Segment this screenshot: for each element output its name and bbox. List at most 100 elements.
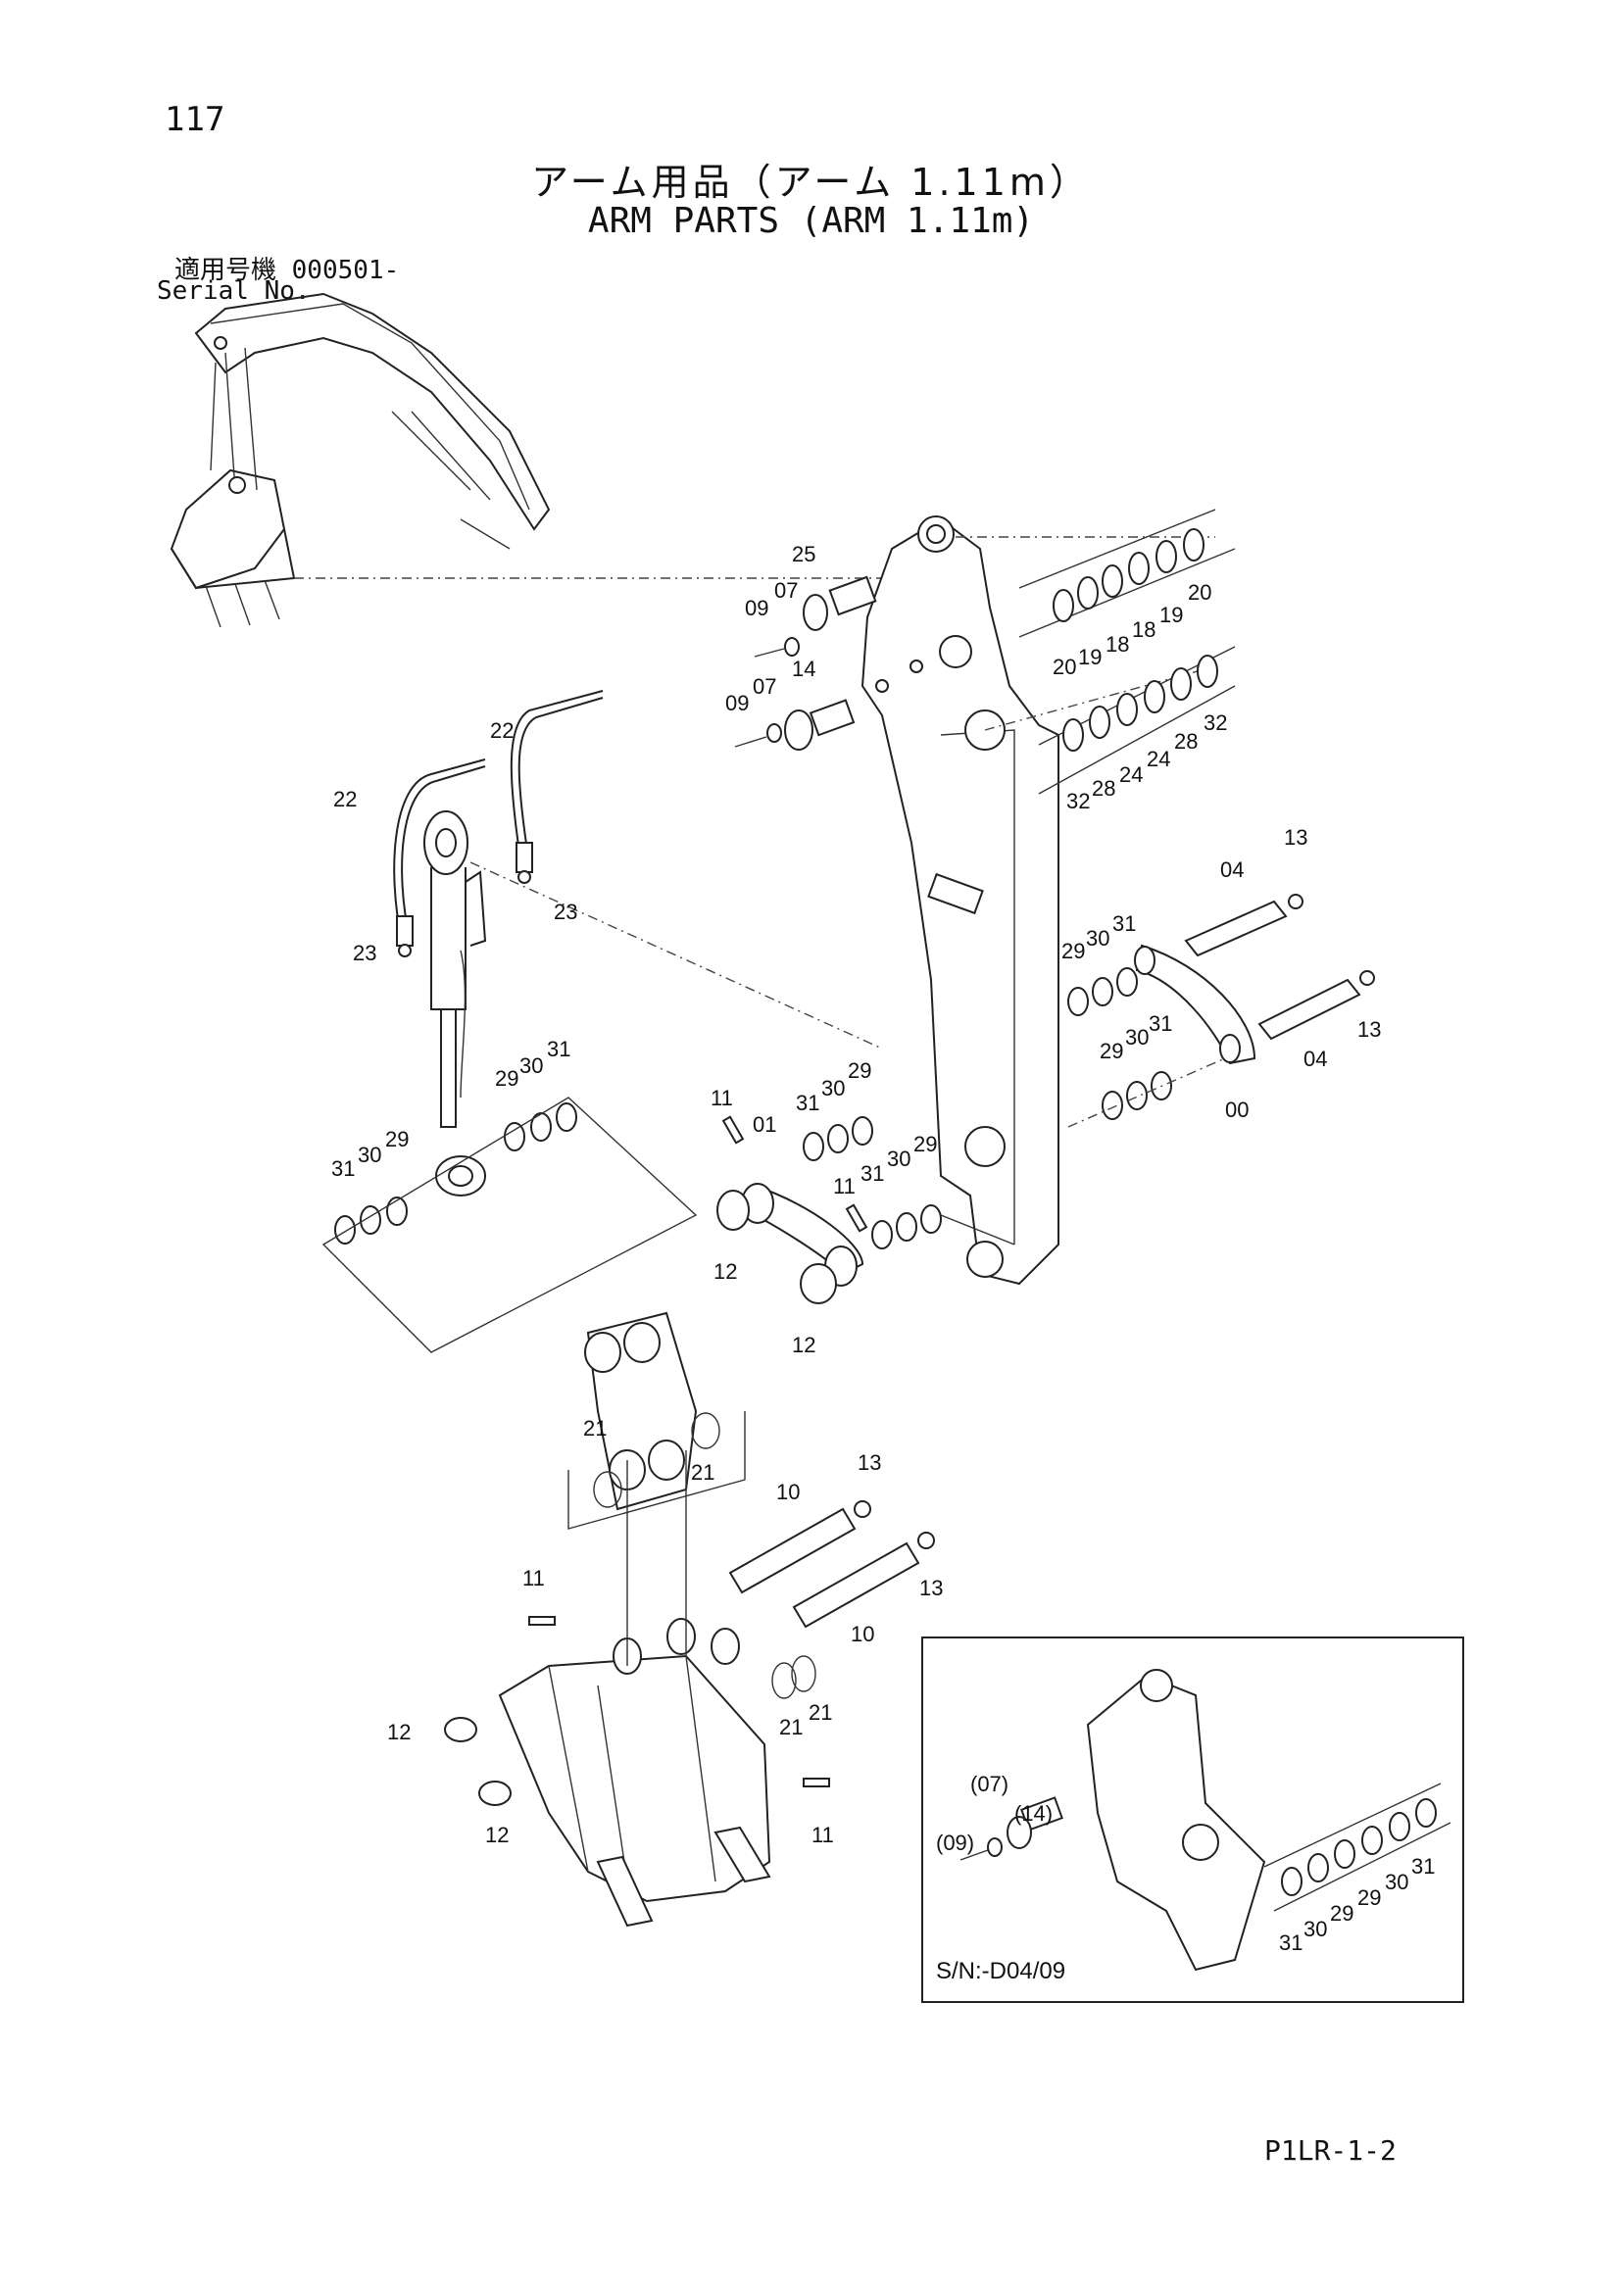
callout: 29 <box>913 1132 937 1156</box>
bucket-cylinder <box>423 810 883 1197</box>
callout: 31 <box>1279 1930 1303 1955</box>
callout: 29 <box>385 1127 409 1151</box>
cylinder-shims-left <box>321 1097 698 1353</box>
callout: 25 <box>792 542 815 566</box>
callout: 31 <box>1411 1854 1435 1879</box>
callout: 30 <box>821 1076 845 1100</box>
callout: (09) <box>936 1831 974 1855</box>
side-link-00 <box>1134 944 1256 1065</box>
serial-label-english: Serial No. <box>157 276 311 306</box>
serial-label-japanese: 適用号機 000501- <box>174 256 400 285</box>
callout: 20 <box>1053 655 1076 679</box>
lower-leader-lines <box>626 1450 687 1666</box>
callout: 13 <box>1284 825 1307 850</box>
callout: 13 <box>858 1450 881 1475</box>
callout: 31 <box>796 1091 819 1115</box>
bucket <box>498 1654 771 1928</box>
callout: 32 <box>1066 789 1090 813</box>
shim-stack-upper <box>956 509 1236 638</box>
callout: 12 <box>792 1333 815 1357</box>
callout: 30 <box>519 1053 543 1078</box>
callout: 11 <box>833 1174 856 1198</box>
callout: (14) <box>1014 1801 1053 1826</box>
excavator-overview-illustration <box>170 292 551 628</box>
callout: 18 <box>1106 632 1129 657</box>
callout: 10 <box>851 1622 874 1646</box>
callout-labels: 25 09 07 09 07 14 20 19 18 18 19 20 32 2… <box>331 542 1435 1955</box>
shim-stack-lower <box>984 646 1236 795</box>
callout: 28 <box>1174 729 1198 754</box>
callout: 23 <box>353 941 376 965</box>
callout: 13 <box>919 1576 943 1600</box>
callout: 21 <box>809 1700 832 1725</box>
callout: 21 <box>691 1460 714 1485</box>
callout: 31 <box>1112 911 1136 936</box>
callout: 19 <box>1159 603 1183 627</box>
callout: 31 <box>331 1156 355 1181</box>
bucket-pins-10 <box>444 1500 935 1806</box>
callout: 10 <box>776 1480 800 1504</box>
callout: 30 <box>358 1143 381 1167</box>
callout: 04 <box>1220 857 1244 882</box>
callout: 11 <box>522 1566 545 1590</box>
callout: 24 <box>1119 762 1143 787</box>
callout: 29 <box>848 1058 871 1083</box>
callout: 09 <box>725 691 749 715</box>
callout: 21 <box>583 1416 607 1441</box>
callout: 31 <box>1149 1011 1172 1036</box>
callout: 32 <box>1204 710 1227 735</box>
callout: 12 <box>485 1823 509 1847</box>
hose-fittings-23 <box>396 842 533 957</box>
shims-right <box>1067 967 1226 1128</box>
pin-assembly-25 <box>754 575 877 658</box>
callout: 30 <box>1125 1025 1149 1050</box>
callout: 13 <box>1357 1017 1381 1042</box>
callout: 22 <box>333 787 357 811</box>
inset-arm-detail <box>959 1669 1451 1972</box>
page-number: 117 <box>165 100 225 139</box>
callout: 00 <box>1225 1098 1249 1122</box>
callout: 20 <box>1188 580 1211 605</box>
callout: 30 <box>1086 926 1109 951</box>
arm-main-structure <box>860 515 1059 1286</box>
callout: 29 <box>1061 939 1085 963</box>
title-english: ARM PARTS (ARM 1.11m) <box>587 201 1035 241</box>
callout: 04 <box>1303 1047 1327 1071</box>
callout: 07 <box>774 578 798 603</box>
hydraulic-hoses-22 <box>393 690 604 942</box>
callout: 21 <box>779 1715 803 1739</box>
callout: 31 <box>860 1161 884 1186</box>
callout: 24 <box>1147 747 1170 771</box>
callout: 29 <box>1100 1039 1123 1063</box>
callout: 07 <box>753 674 776 699</box>
link-01 <box>716 1115 942 1304</box>
lower-link <box>567 1311 746 1530</box>
callout: 29 <box>1357 1885 1381 1910</box>
callout: 12 <box>713 1259 737 1284</box>
title-japanese: アーム用品（アーム 1.11m） <box>531 161 1091 204</box>
callout: 29 <box>495 1066 518 1091</box>
callout: 23 <box>554 900 577 924</box>
inset-detail-box <box>921 1637 1464 2003</box>
callout: 09 <box>745 596 768 620</box>
callout: 30 <box>1303 1917 1327 1941</box>
callout: 14 <box>792 657 815 681</box>
callout: 29 <box>1330 1901 1353 1926</box>
callout: 01 <box>753 1112 776 1137</box>
callout: 30 <box>1385 1870 1408 1894</box>
callout: 31 <box>547 1037 570 1061</box>
callout: 11 <box>711 1086 733 1110</box>
callout: 12 <box>387 1720 411 1744</box>
callout: 22 <box>490 718 514 743</box>
footer-code: P1LR-1-2 <box>1264 2134 1397 2167</box>
callout: 30 <box>887 1147 910 1171</box>
callout: (07) <box>970 1772 1008 1796</box>
callout: 11 <box>811 1823 834 1847</box>
pins-04 <box>1184 894 1375 1041</box>
callout: 28 <box>1092 776 1115 801</box>
pin-assembly-14 <box>734 699 856 751</box>
inset-serial-label: S/N:-D04/09 <box>936 1958 1066 1984</box>
callout: 18 <box>1132 617 1155 642</box>
callout: 19 <box>1078 645 1102 669</box>
